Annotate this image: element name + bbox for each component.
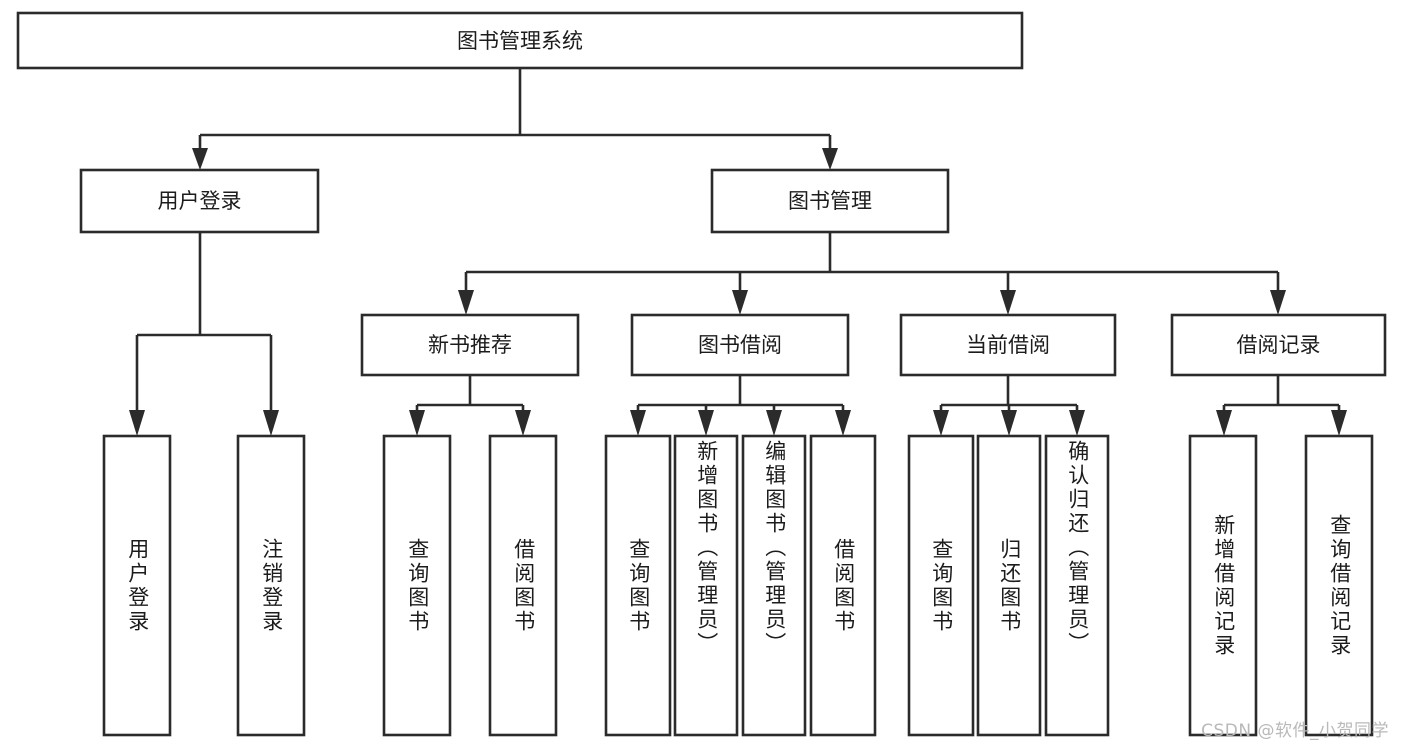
leaf-box-nbr-1[interactable] xyxy=(382,434,452,737)
node-book-management-label: 图书管理 xyxy=(788,189,872,213)
arrow-head-leaf-user-login-2 xyxy=(263,410,279,436)
arrow-head-borrow-record xyxy=(1270,290,1286,315)
leaf-box-user-login-1[interactable] xyxy=(102,434,172,737)
node-user-login-label: 用户登录 xyxy=(158,189,242,213)
arrow-head-leaf-nbr-2 xyxy=(515,410,531,436)
leaf-box-cb-1[interactable] xyxy=(907,434,975,737)
arrow-head-leaf-bb-4 xyxy=(835,410,851,436)
arrow-head-leaf-cb-2 xyxy=(1001,410,1017,436)
leaf-group-user-login xyxy=(102,434,306,737)
arrow-head-leaf-cb-1 xyxy=(933,410,949,436)
node-book-management[interactable]: 图书管理 xyxy=(710,168,950,234)
node-book-borrow-box[interactable] xyxy=(630,313,850,377)
node-book-borrow-label: 图书借阅 xyxy=(698,333,782,357)
csdn-watermark: CSDN @软件_小贺同学 xyxy=(1201,721,1389,741)
node-root-label: 图书管理系统 xyxy=(457,29,583,53)
node-book-borrow[interactable]: 图书借阅 xyxy=(630,313,850,377)
leaf-group-book-borrow xyxy=(604,434,877,737)
node-borrow-record-box[interactable] xyxy=(1170,313,1387,377)
leaf-box-bb-1[interactable] xyxy=(604,434,672,737)
arrow-head-leaf-br-1 xyxy=(1216,410,1232,436)
leaf-box-nbr-2[interactable] xyxy=(488,434,558,737)
arrow-head-new-book-recommend xyxy=(458,290,474,315)
leaf-box-cb-2[interactable] xyxy=(976,434,1042,737)
leaf-box-user-login-2[interactable] xyxy=(236,434,306,737)
node-new-book-recommend[interactable]: 新书推荐 xyxy=(360,313,580,377)
connector-group-borrow-record xyxy=(1216,375,1347,436)
node-root[interactable]: 图书管理系统 xyxy=(16,11,1024,70)
connector-group-book-borrow xyxy=(630,375,851,436)
arrow-head-leaf-bb-3 xyxy=(766,410,782,436)
arrow-head-leaf-user-login-1 xyxy=(129,410,145,436)
node-book-management-box[interactable] xyxy=(710,168,950,234)
node-new-book-recommend-label: 新书推荐 xyxy=(428,333,512,357)
leaf-box-br-2[interactable] xyxy=(1304,434,1374,737)
node-user-login-box[interactable] xyxy=(79,168,320,234)
node-borrow-record[interactable]: 借阅记录 xyxy=(1170,313,1387,377)
leaf-box-cb-3[interactable] xyxy=(1044,434,1110,737)
arrow-head-leaf-nbr-1 xyxy=(409,410,425,436)
arrow-head-leaf-bb-1 xyxy=(630,410,646,436)
leaf-box-bb-2[interactable] xyxy=(673,434,739,737)
leaf-group-new-book-recommend xyxy=(382,434,558,737)
arrow-head-leaf-bb-2 xyxy=(698,410,714,436)
node-root-box[interactable] xyxy=(16,11,1024,70)
connector-group-user-login xyxy=(129,232,279,436)
leaf-group-current-borrow xyxy=(907,434,1110,737)
arrow-head-leaf-cb-3 xyxy=(1069,410,1085,436)
node-borrow-record-label: 借阅记录 xyxy=(1237,333,1321,357)
node-new-book-recommend-box[interactable] xyxy=(360,313,580,377)
arrow-head-leaf-br-2 xyxy=(1331,410,1347,436)
node-user-login[interactable]: 用户登录 xyxy=(79,168,320,234)
leaf-group-borrow-record xyxy=(1188,434,1374,737)
node-current-borrow-label: 当前借阅 xyxy=(966,333,1050,357)
node-current-borrow-box[interactable] xyxy=(899,313,1117,377)
connector-group-new-book-recommend xyxy=(409,375,531,436)
arrow-head-book-borrow xyxy=(732,290,748,315)
connector-group-book-mgmt xyxy=(458,232,1286,315)
connector-group-root xyxy=(192,68,838,170)
arrow-head-book-mgmt xyxy=(822,148,838,170)
arrow-head-user-login xyxy=(192,148,208,170)
leaf-box-bb-4[interactable] xyxy=(809,434,877,737)
node-current-borrow[interactable]: 当前借阅 xyxy=(899,313,1117,377)
leaf-box-bb-3[interactable] xyxy=(741,434,807,737)
arrow-head-current-borrow xyxy=(1000,290,1016,315)
connector-group-current-borrow xyxy=(933,375,1085,436)
leaf-box-br-1[interactable] xyxy=(1188,434,1258,737)
